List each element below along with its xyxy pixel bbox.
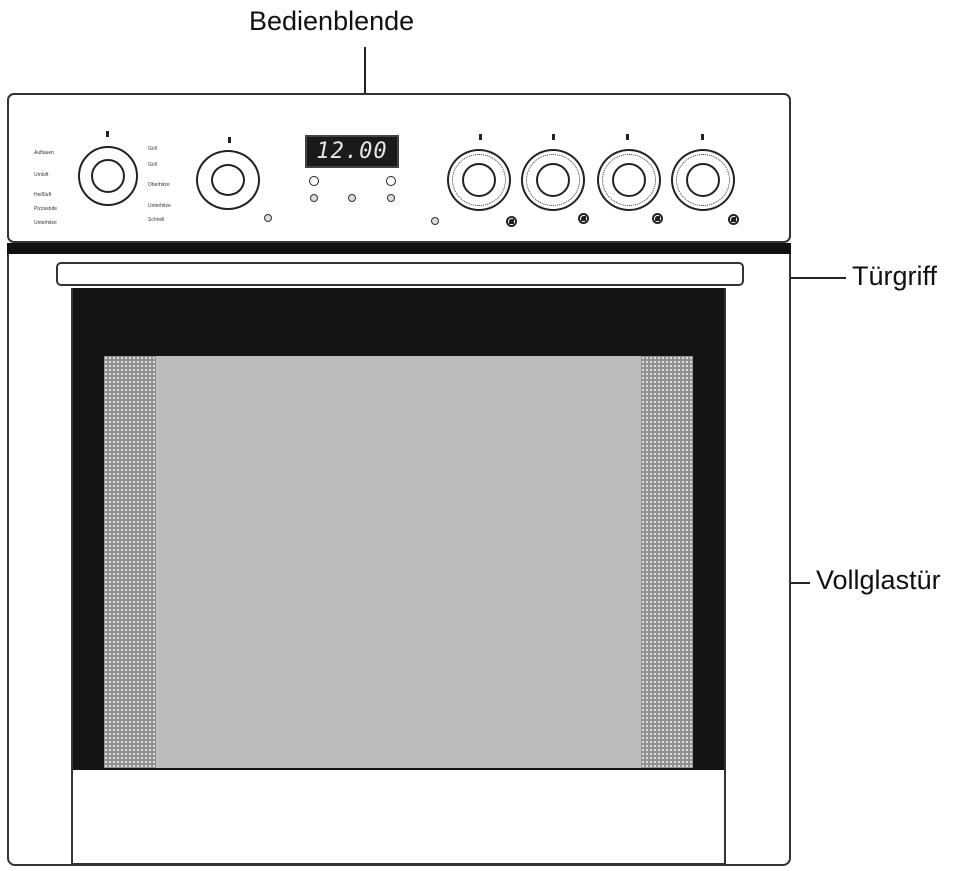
door-inner-left-edge — [71, 288, 73, 863]
zone-knob-4-scale — [676, 154, 730, 206]
function-knob-grip — [91, 159, 125, 193]
timer-plus-button[interactable] — [386, 176, 396, 186]
hob-zone-knob-1[interactable] — [447, 149, 511, 211]
door-inner-bottom-edge — [71, 863, 726, 865]
panel-text-right-2: Grill — [148, 162, 157, 168]
door-handle[interactable] — [56, 262, 744, 286]
hob-zone-icon-4 — [728, 214, 739, 225]
hob-zone-knob-4[interactable] — [671, 149, 735, 211]
panel-text-right-4: Unterhitze — [148, 203, 171, 209]
timer-led-1 — [310, 194, 318, 202]
temperature-indicator-lamp — [264, 214, 272, 222]
leader-bedienblende — [364, 47, 366, 127]
zone-knob-2-grip — [536, 163, 570, 197]
function-knob-marker — [106, 131, 109, 137]
hob-zone-icon-2 — [578, 213, 589, 224]
zone-knob-2-scale — [526, 154, 580, 206]
zone-knob-1-scale — [452, 154, 506, 206]
zone-knob-1-marker — [479, 134, 482, 140]
zone-knob-3-marker — [626, 134, 629, 140]
panel-text-left-4: Pizzastufe — [34, 206, 58, 212]
clock-display: 12.00 — [305, 135, 399, 168]
hob-zone-knob-2[interactable] — [521, 149, 585, 211]
window-dot-pattern-left — [104, 356, 156, 768]
zone-knob-3-grip — [612, 163, 646, 197]
hob-indicator-lamp — [431, 217, 439, 225]
panel-text-right-5: Schnell — [148, 217, 165, 223]
zone-knob-3-scale — [602, 154, 656, 206]
temperature-knob-marker — [228, 137, 231, 143]
hob-zone-icon-1 — [506, 216, 517, 227]
oven-function-knob-icon[interactable] — [78, 146, 138, 206]
timer-led-3 — [387, 194, 395, 202]
panel-text-right-3: Oberhitze — [148, 182, 170, 188]
hob-zone-icon-3 — [652, 213, 663, 224]
zone-knob-1-grip — [462, 163, 496, 197]
hob-zone-knob-3[interactable] — [597, 149, 661, 211]
zone-knob-4-grip — [686, 163, 720, 197]
zone-knob-2-marker — [552, 134, 555, 140]
timer-minus-button[interactable] — [309, 176, 319, 186]
label-vollglastuer: Vollglastür — [816, 565, 941, 595]
timer-led-2 — [348, 194, 356, 202]
panel-text-right-1: Grill — [148, 146, 157, 152]
zone-knob-4-marker — [701, 134, 704, 140]
door-inner-right-edge — [724, 288, 726, 863]
temperature-knob-grip — [211, 164, 245, 196]
window-dot-pattern-right — [641, 356, 693, 768]
panel-text-left-2: Umluft — [34, 172, 49, 178]
panel-vent-strip — [7, 243, 791, 254]
glass-door-window — [104, 356, 693, 768]
temperature-knob-icon[interactable] — [196, 150, 260, 210]
label-tuergriff: Türgriff — [852, 261, 938, 291]
panel-text-left-1: Auftauen — [34, 150, 55, 156]
label-bedienblende: Bedienblende — [249, 6, 415, 36]
panel-text-left-3: Heißluft — [34, 192, 52, 198]
panel-text-left-5: Unterhitze — [34, 220, 57, 226]
